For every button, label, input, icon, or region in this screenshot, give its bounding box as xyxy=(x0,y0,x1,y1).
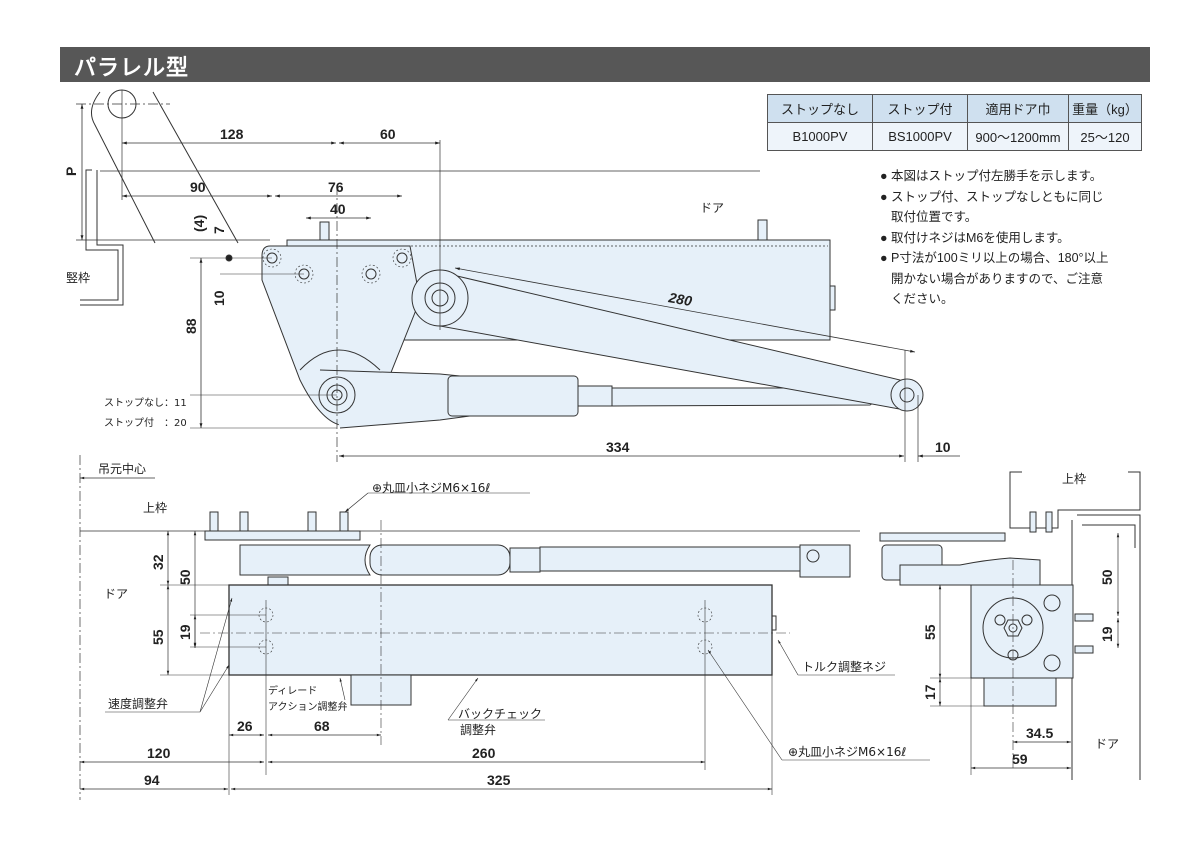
front-arm xyxy=(369,544,511,576)
dim-side-34-5: 34.5 xyxy=(1026,725,1053,741)
note-line: ●P寸法が100ミリ以上の場合、180°以上 xyxy=(880,251,1109,265)
label-speed-valve: 速度調整弁 xyxy=(108,696,168,711)
top-frame-profile xyxy=(1009,471,1141,529)
label-stop-none: ストップなし：11 xyxy=(104,397,187,409)
closer-body-front xyxy=(228,584,773,676)
spec-cell: BS1000PV xyxy=(872,122,968,151)
label-top-frame-side: 上枠 xyxy=(1062,472,1086,486)
dim-68: 68 xyxy=(314,718,330,734)
dim-94: 94 xyxy=(144,772,160,788)
label-delay-1: ディレード xyxy=(268,684,317,697)
dim-40: 40 xyxy=(330,201,346,217)
label-door-front: ドア xyxy=(104,587,128,601)
top-view xyxy=(76,89,960,462)
dim-side-19: 19 xyxy=(1099,626,1115,642)
dim-19: 19 xyxy=(177,624,193,640)
dim-side-59: 59 xyxy=(1012,751,1028,767)
dim-32: 32 xyxy=(150,554,166,570)
dim-260: 260 xyxy=(472,745,496,761)
top-view-labels: P 竪枠 ドア 128 60 90 76 40 (4) 7 10 88 280 … xyxy=(63,126,951,455)
mounting-plate xyxy=(204,530,361,541)
spec-table: ストップなし ストップ付 適用ドア巾 重量（kg） B1000PV BS1000… xyxy=(767,94,1142,151)
dim-10-right: 10 xyxy=(935,439,951,455)
label-torque: トルク調整ネジ xyxy=(802,659,886,674)
dim-26: 26 xyxy=(237,718,253,734)
note-line: 開かない場合がありますので、ご注意 xyxy=(891,271,1104,286)
jamb-outline xyxy=(80,169,119,301)
dim-280: 280 xyxy=(666,289,693,309)
dim-90: 90 xyxy=(190,179,206,195)
hinge-outline xyxy=(152,91,239,244)
note-line: 取付位置です。 xyxy=(891,210,978,224)
label-stop-with: ストップ付 ：20 xyxy=(104,416,187,429)
dim-325: 325 xyxy=(487,772,511,788)
section-header: パラレル型 xyxy=(60,47,1150,82)
dim-55: 55 xyxy=(150,629,166,645)
side-view-labels: 上枠 ドア 50 19 55 17 34.5 59 xyxy=(922,472,1119,767)
note-line: ●ストップ付、ストップなしともに同じ xyxy=(880,189,1104,204)
front-view-labels: 吊元中心 上枠 ドア ⊕丸皿小ネジM6×16ℓ 速度調整弁 ディレード アクショ… xyxy=(98,461,906,788)
dim-50: 50 xyxy=(177,569,193,585)
spec-header-cell: 適用ドア巾 xyxy=(967,94,1069,123)
dim-side-55: 55 xyxy=(922,624,938,640)
dim-10: 10 xyxy=(211,290,227,306)
dim-76: 76 xyxy=(328,179,344,195)
label-screw-bottom: ⊕丸皿小ネジM6×16ℓ xyxy=(788,745,906,759)
spec-cell: 900〜1200mm xyxy=(967,122,1069,151)
side-body xyxy=(970,584,1074,679)
dim-334: 334 xyxy=(606,439,630,455)
label-top-frame: 上枠 xyxy=(143,501,167,515)
dim-7: 7 xyxy=(211,226,227,234)
label-door-side: ドア xyxy=(1095,737,1119,751)
spec-header-cell: ストップ付 xyxy=(872,94,968,123)
note-line: ●取付けネジはM6を使用します。 xyxy=(880,230,1070,245)
spec-cell: 25〜120 xyxy=(1068,122,1142,151)
dim-p: P xyxy=(63,167,79,176)
dim-60: 60 xyxy=(380,126,396,142)
label-screw-top: ⊕丸皿小ネジM6×16ℓ xyxy=(372,481,490,495)
spec-header-cell: ストップなし xyxy=(767,94,873,123)
dim-88: 88 xyxy=(183,318,199,334)
dim-4: (4) xyxy=(191,215,207,232)
label-delay-2: アクション調整弁 xyxy=(268,700,348,713)
spec-row: B1000PV BS1000PV 900〜1200mm 25〜120 xyxy=(767,122,1142,151)
label-backcheck-2: 調整弁 xyxy=(460,722,496,737)
spec-header-row: ストップなし ストップ付 適用ドア巾 重量（kg） xyxy=(767,94,1142,123)
arm-end-joint xyxy=(890,378,924,412)
section-title: パラレル型 xyxy=(74,56,190,81)
dim-128: 128 xyxy=(220,126,244,142)
front-view xyxy=(79,455,930,800)
screws xyxy=(209,511,349,532)
dim-120: 120 xyxy=(147,745,171,761)
dim-side-17: 17 xyxy=(922,684,938,700)
label-jamb: 竪枠 xyxy=(66,271,90,285)
note-line: ●本図はストップ付左勝手を示します。 xyxy=(880,169,1103,183)
spec-header-cell: 重量（kg） xyxy=(1068,94,1142,123)
label-hinge-center: 吊元中心 xyxy=(98,461,146,476)
dim-side-50: 50 xyxy=(1099,569,1115,585)
side-view xyxy=(879,471,1141,780)
spec-cell: B1000PV xyxy=(767,122,873,151)
hinge-outline xyxy=(90,91,156,244)
label-door: ドア xyxy=(700,201,724,215)
notes-list: ●本図はストップ付左勝手を示します。 ●ストップ付、ストップなしともに同じ 取付… xyxy=(880,166,1109,310)
label-backcheck-1: バックチェック xyxy=(458,707,542,721)
side-plate xyxy=(879,532,1006,542)
